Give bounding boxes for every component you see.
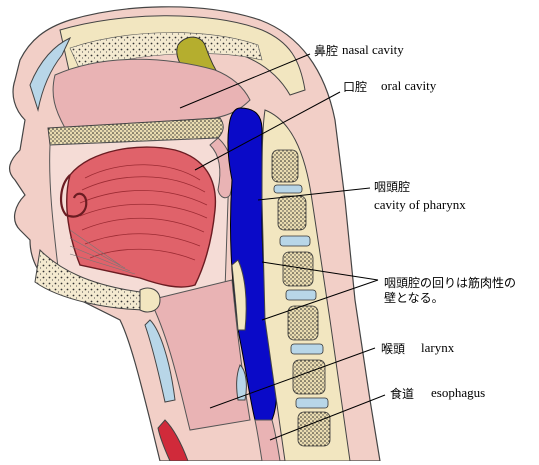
label-larynx-jp: 喉頭: [381, 342, 406, 356]
epiglottis: [231, 259, 247, 331]
label-oral-cavity-en: oral cavity: [381, 78, 437, 93]
label-larynx-en: larynx: [421, 340, 455, 355]
tongue-tip: [60, 174, 88, 218]
label-oral-cavity-jp: 口腔: [343, 80, 368, 94]
label-esophagus-en: esophagus: [431, 385, 486, 400]
intervertebral-discs: [273, 184, 329, 409]
thyroid-cartilage: [144, 319, 176, 403]
label-pharynx-en: cavity of pharynx: [374, 197, 466, 212]
label-nasal-cavity-en: nasal cavity: [342, 42, 404, 57]
tongue: [66, 146, 217, 288]
nasal-cavity: [52, 58, 251, 129]
label-pharynx-jp: 咽頭腔: [374, 180, 411, 194]
hyoid-cartilage: [139, 287, 161, 313]
leader-lines: [179, 53, 386, 441]
tongue-base-fibers: [69, 229, 136, 275]
label-esophagus-jp: 食道: [390, 387, 415, 401]
cricoid-cartilage: [236, 364, 247, 401]
label-muscle-note-line1: 咽頭腔の回りは筋肉性の: [384, 276, 517, 290]
tongue-muscle-lines: [79, 164, 208, 261]
larynx-region: [149, 279, 251, 431]
label-muscle-note-line2: 壁となる。: [384, 291, 444, 305]
label-nasal-cavity-jp: 鼻腔: [314, 44, 339, 58]
nasal-bone: [29, 36, 72, 112]
